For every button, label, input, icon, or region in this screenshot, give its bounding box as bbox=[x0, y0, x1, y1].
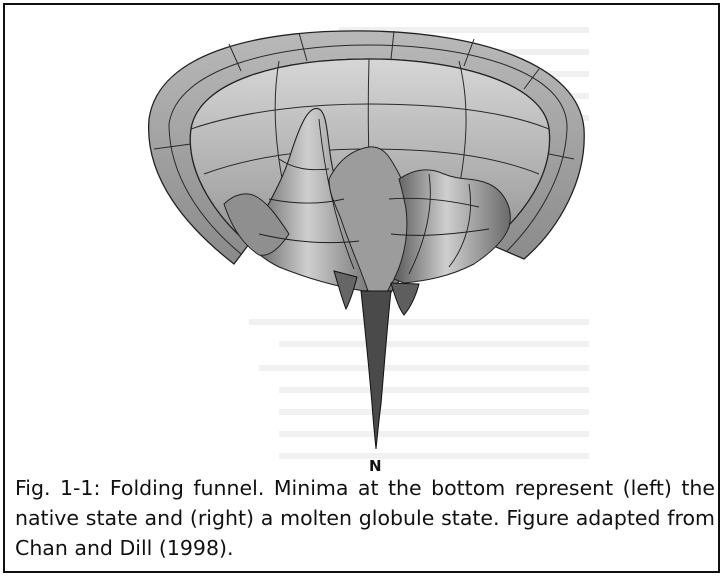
landscape-right-ridge bbox=[394, 170, 510, 283]
local-minimum bbox=[334, 271, 357, 309]
figure-caption: Fig. 1-1: Folding funnel. Minima at the … bbox=[15, 473, 715, 563]
figure-frame: N Fig. 1-1: Folding funnel. Minima at th… bbox=[3, 3, 720, 573]
folding-funnel-illustration: N bbox=[129, 9, 599, 474]
native-state-label: N bbox=[369, 457, 382, 474]
molten-globule-minimum bbox=[391, 283, 419, 315]
folding-funnel-figure: N bbox=[129, 9, 599, 474]
